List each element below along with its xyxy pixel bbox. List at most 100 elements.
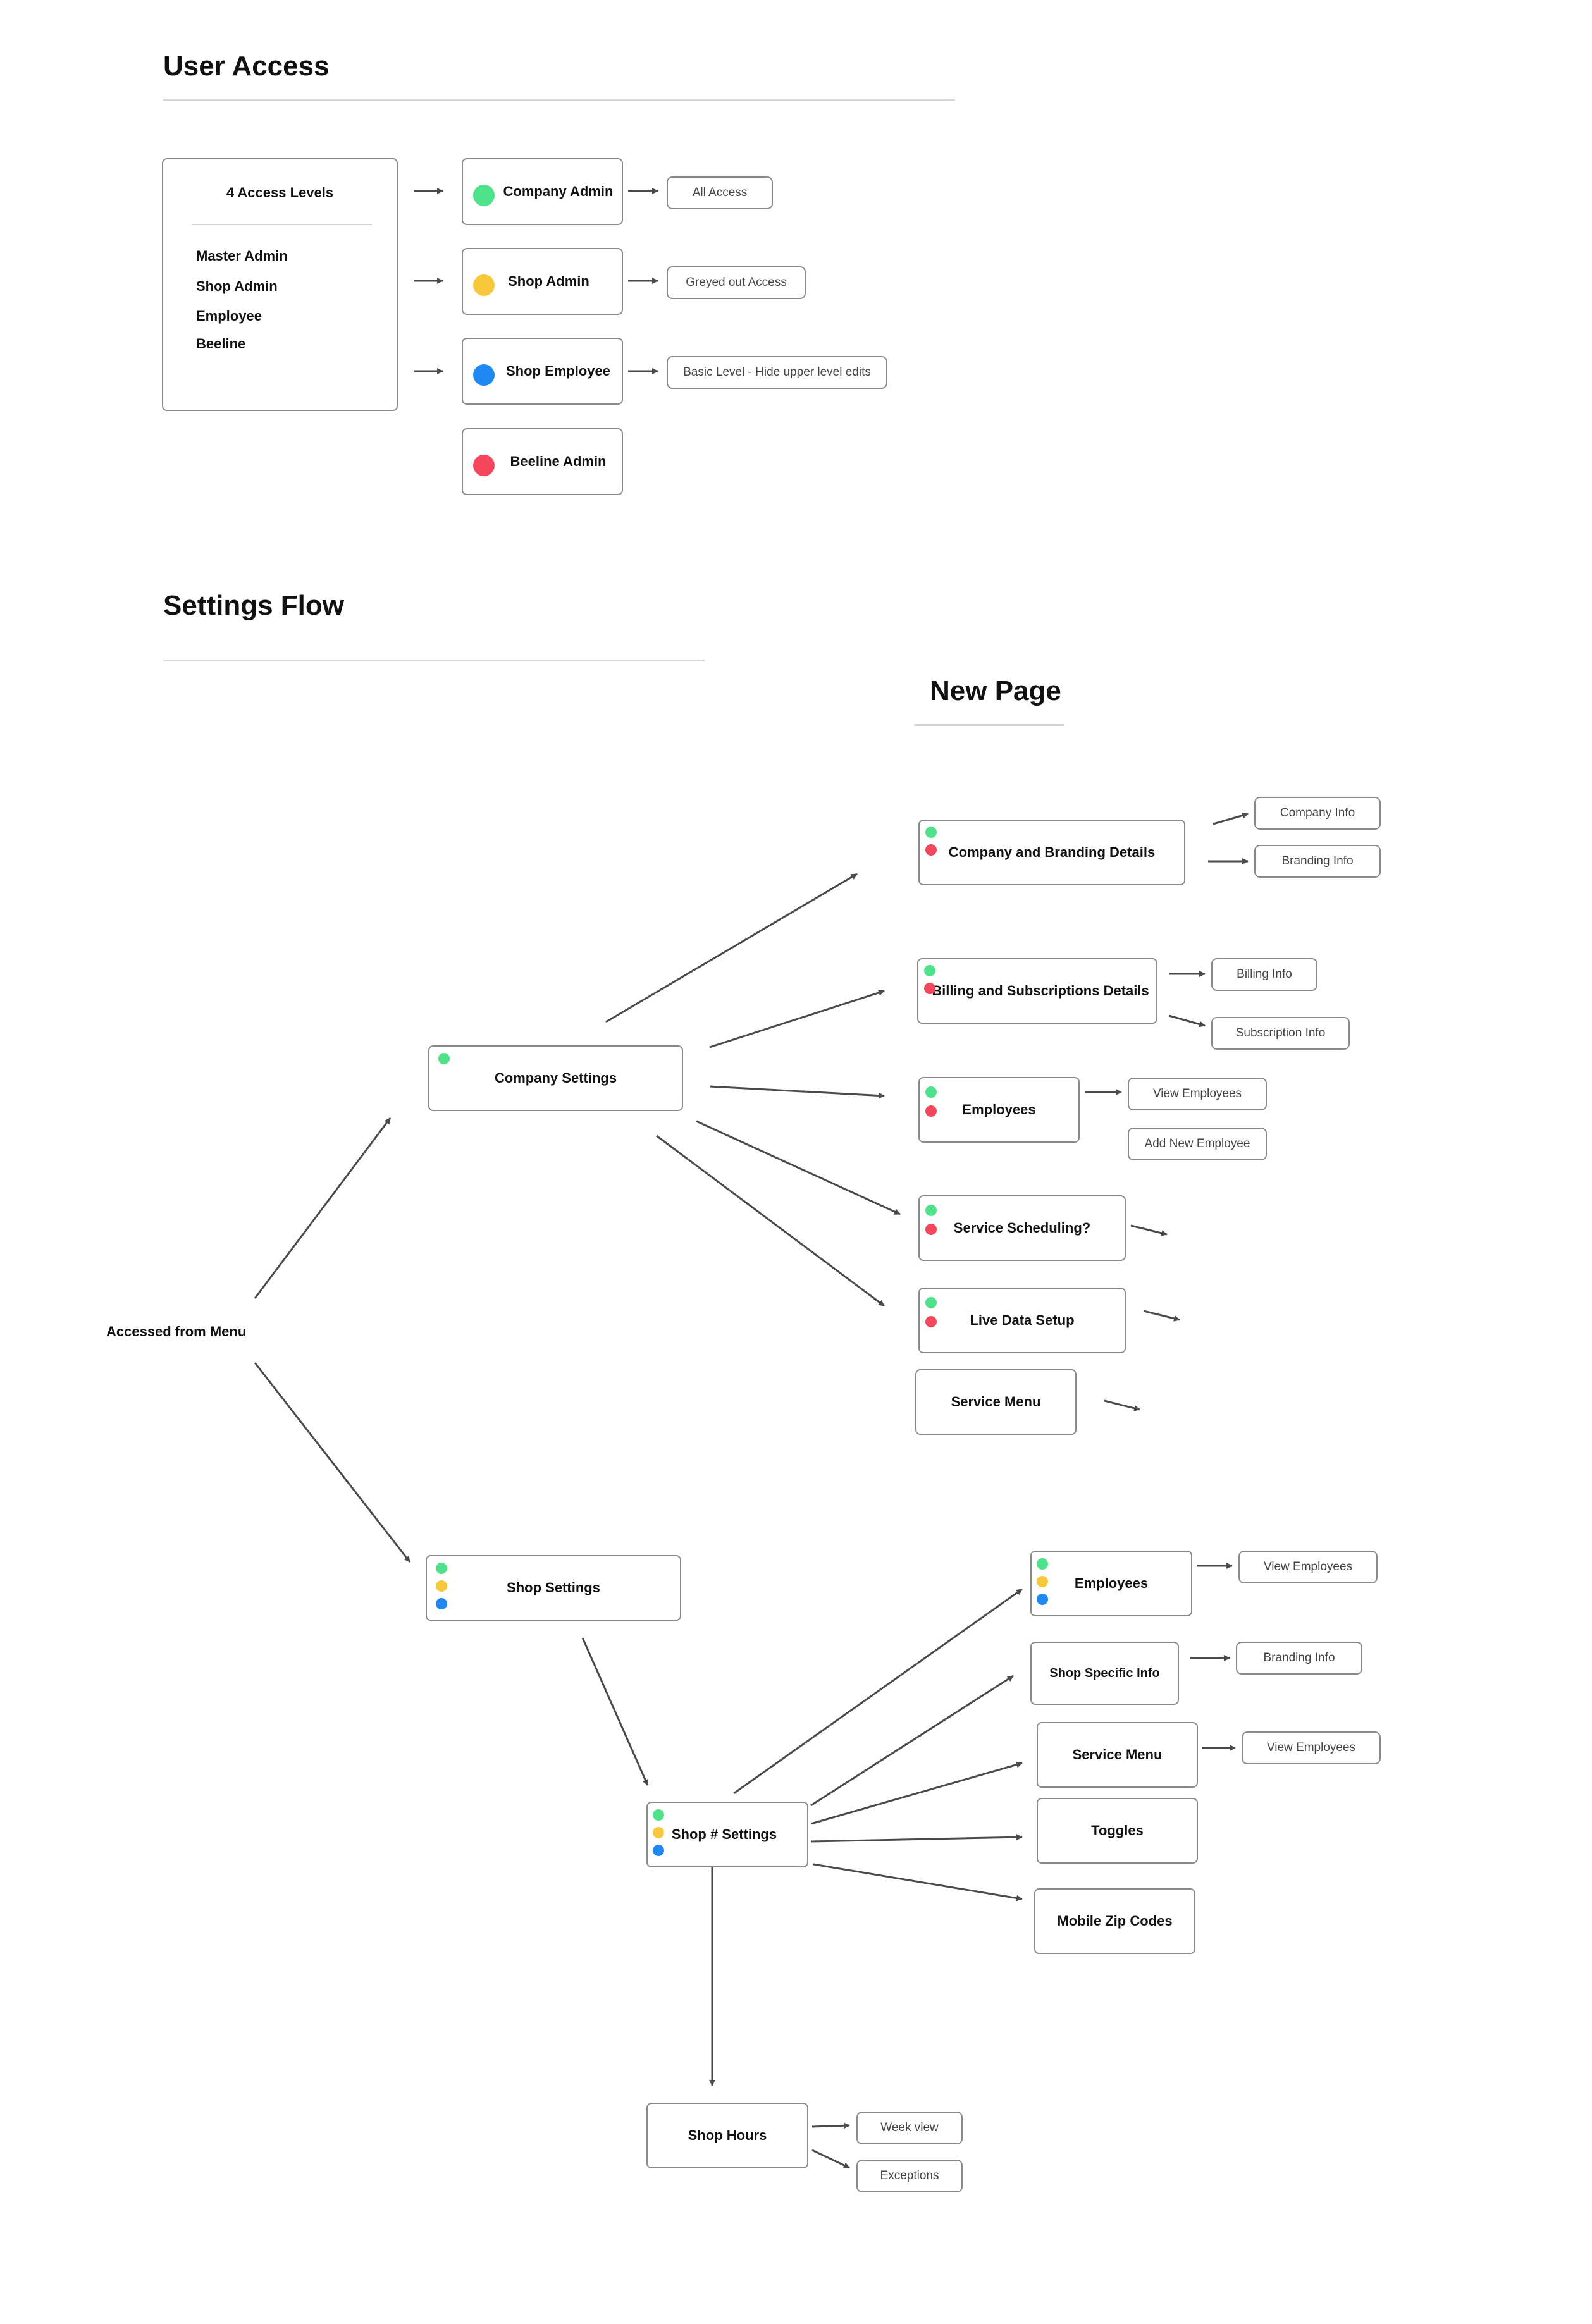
view-employees-pill[interactable]: View Employees xyxy=(1128,1078,1267,1110)
user-access-divider xyxy=(163,99,955,101)
service-scheduling-node[interactable]: Service Scheduling? xyxy=(918,1195,1126,1261)
green-status-dot-icon xyxy=(436,1563,447,1574)
green-status-dot-icon xyxy=(1037,1558,1048,1570)
mobile-zip-codes-node[interactable]: Mobile Zip Codes xyxy=(1034,1888,1195,1954)
arrow xyxy=(1130,1224,1168,1236)
arrow xyxy=(810,1834,1023,1843)
green-status-dot-icon xyxy=(473,185,495,206)
access-pill-all: All Access xyxy=(667,176,773,209)
shop-hours-node[interactable]: Shop Hours xyxy=(646,2103,808,2168)
subscription-info-pill[interactable]: Subscription Info xyxy=(1211,1017,1350,1050)
settings-flow-divider xyxy=(163,660,705,661)
arrow xyxy=(709,1085,885,1099)
arrow xyxy=(810,1761,1023,1825)
node-label: Service Scheduling? xyxy=(953,1220,1091,1236)
arrow xyxy=(810,1675,1014,1807)
arrow xyxy=(813,1863,1023,1902)
week-view-pill[interactable]: Week view xyxy=(856,2112,963,2144)
green-status-dot-icon xyxy=(925,827,937,838)
toggles-node[interactable]: Toggles xyxy=(1037,1798,1198,1864)
arrow xyxy=(696,1120,901,1215)
arrow xyxy=(733,1588,1023,1795)
arrow xyxy=(811,2149,850,2169)
live-data-setup-node[interactable]: Live Data Setup xyxy=(918,1288,1126,1353)
shop-branding-info-pill[interactable]: Branding Info xyxy=(1236,1642,1362,1675)
node-label: Billing and Subscriptions Details xyxy=(932,983,1149,999)
user-access-title: User Access xyxy=(163,51,330,82)
access-level-item: Shop Admin xyxy=(196,278,278,294)
access-levels-title: 4 Access Levels xyxy=(226,185,334,200)
billing-info-pill[interactable]: Billing Info xyxy=(1211,958,1317,991)
role-shop-employee[interactable]: Shop Employee xyxy=(462,338,623,405)
new-page-divider xyxy=(914,724,1064,726)
red-status-dot-icon xyxy=(925,1105,937,1117)
role-label: Shop Admin xyxy=(508,273,589,289)
branding-info-pill[interactable]: Branding Info xyxy=(1254,845,1381,878)
arrow xyxy=(254,1117,392,1299)
role-shop-admin[interactable]: Shop Admin xyxy=(462,248,623,315)
arrow xyxy=(1104,1399,1140,1411)
green-status-dot-icon xyxy=(438,1053,450,1064)
node-label: Live Data Setup xyxy=(970,1312,1075,1328)
accessed-from-menu-label: Accessed from Menu xyxy=(106,1324,247,1339)
arrow xyxy=(605,873,858,1023)
company-settings-node[interactable]: Company Settings xyxy=(428,1045,683,1111)
green-status-dot-icon xyxy=(925,1086,937,1098)
add-new-employee-pill[interactable]: Add New Employee xyxy=(1128,1128,1267,1160)
blue-status-dot-icon xyxy=(1037,1594,1048,1605)
arrow xyxy=(1213,812,1249,825)
node-label: Service Menu xyxy=(1072,1747,1163,1762)
yellow-status-dot-icon xyxy=(436,1580,447,1592)
arrow xyxy=(1143,1310,1180,1322)
node-label: Shop Settings xyxy=(507,1580,600,1595)
company-employees-node[interactable]: Employees xyxy=(918,1077,1080,1143)
arrow xyxy=(709,990,885,1048)
red-status-dot-icon xyxy=(925,1316,937,1327)
shop-service-menu-node[interactable]: Service Menu xyxy=(1037,1722,1198,1788)
node-label: Shop # Settings xyxy=(671,1826,777,1842)
blue-status-dot-icon xyxy=(653,1845,664,1856)
access-pill-basic: Basic Level - Hide upper level edits xyxy=(667,356,887,389)
node-label: Toggles xyxy=(1091,1823,1144,1838)
red-status-dot-icon xyxy=(925,844,937,856)
service-menu-view-employees-pill[interactable]: View Employees xyxy=(1242,1731,1381,1764)
access-pill-greyed: Greyed out Access xyxy=(667,266,806,299)
arrow xyxy=(656,1134,885,1307)
shop-settings-node[interactable]: Shop Settings xyxy=(426,1555,681,1621)
blue-status-dot-icon xyxy=(436,1598,447,1609)
red-status-dot-icon xyxy=(924,983,935,994)
role-label: Beeline Admin xyxy=(510,453,607,469)
access-level-item: Beeline xyxy=(196,336,246,352)
shop-employees-node[interactable]: Employees xyxy=(1030,1551,1192,1616)
node-label: Service Menu xyxy=(951,1394,1041,1410)
settings-flow-title: Settings Flow xyxy=(163,590,344,621)
node-label: Mobile Zip Codes xyxy=(1057,1913,1173,1929)
green-status-dot-icon xyxy=(653,1809,664,1821)
node-label: Shop Hours xyxy=(688,2127,767,2143)
company-info-pill[interactable]: Company Info xyxy=(1254,797,1381,830)
arrow xyxy=(581,1637,649,1786)
access-levels-divider xyxy=(192,224,372,225)
arrow xyxy=(254,1362,411,1563)
role-label: Company Admin xyxy=(503,183,614,199)
shop-view-employees-pill[interactable]: View Employees xyxy=(1238,1551,1378,1583)
role-beeline-admin[interactable]: Beeline Admin xyxy=(462,428,623,495)
role-label: Shop Employee xyxy=(505,363,611,379)
new-page-title: New Page xyxy=(930,675,1061,706)
yellow-status-dot-icon xyxy=(653,1827,664,1838)
shop-number-settings-node[interactable]: Shop # Settings xyxy=(646,1802,808,1867)
node-label: Company Settings xyxy=(494,1070,617,1086)
yellow-status-dot-icon xyxy=(1037,1576,1048,1587)
exceptions-pill[interactable]: Exceptions xyxy=(856,2160,963,2192)
company-branding-details-node[interactable]: Company and Branding Details xyxy=(918,820,1185,885)
red-status-dot-icon xyxy=(925,1224,937,1235)
company-service-menu-node[interactable]: Service Menu xyxy=(915,1369,1077,1435)
shop-specific-info-node[interactable]: Shop Specific Info xyxy=(1030,1642,1179,1705)
node-label: Employees xyxy=(962,1102,1036,1117)
role-company-admin[interactable]: Company Admin xyxy=(462,158,623,225)
yellow-status-dot-icon xyxy=(473,274,495,296)
billing-subscriptions-node[interactable]: Billing and Subscriptions Details xyxy=(917,958,1157,1024)
access-level-item: Employee xyxy=(196,308,262,324)
green-status-dot-icon xyxy=(925,1297,937,1308)
